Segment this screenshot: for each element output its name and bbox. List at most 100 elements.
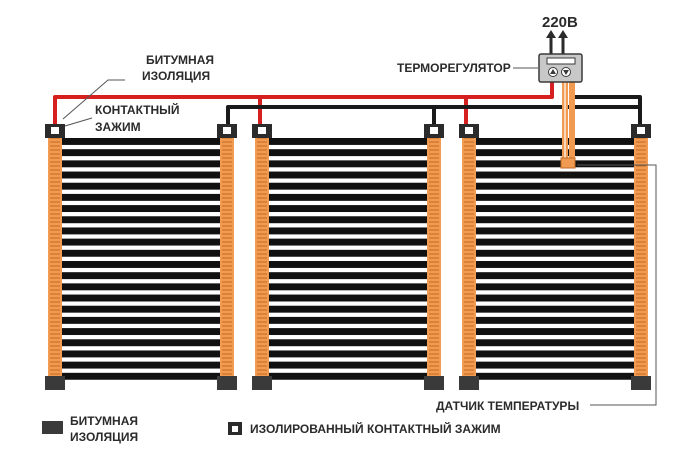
bitumen-label-line2: ИЗОЛЯЦИЯ [142, 69, 210, 83]
heating-strip [267, 350, 429, 358]
power-arrow-left-icon [546, 30, 556, 38]
heating-strip [60, 193, 222, 201]
legend-bitumen-line2: ИЗОЛЯЦИЯ [70, 430, 138, 444]
heating-strip [267, 316, 429, 324]
copper-bus-right [427, 132, 441, 378]
copper-bus-left [48, 132, 62, 378]
wiring [53, 37, 642, 126]
heating-strip [60, 283, 222, 291]
copper-bus-right [634, 132, 648, 378]
heating-strip [60, 328, 222, 336]
black-wire-3 [570, 80, 642, 107]
copper-bus-right [220, 132, 234, 378]
heating-strip [267, 227, 429, 235]
heating-strip [60, 149, 222, 157]
heating-strip [267, 361, 429, 369]
bitumen-insulation [424, 376, 444, 390]
heating-strip [474, 272, 636, 280]
heating-strip [267, 372, 429, 380]
heating-strip [474, 149, 636, 157]
legend: БИТУМНАЯ ИЗОЛЯЦИЯ ИЗОЛИРОВАННЫЙ КОНТАКТН… [42, 414, 501, 444]
heating-strip [60, 316, 222, 324]
heating-strip [60, 305, 222, 313]
heating-strip [267, 216, 429, 224]
heating-strip [60, 182, 222, 190]
film-panel-3 [459, 132, 651, 390]
copper-bus-left [255, 132, 269, 378]
temperature-sensor [560, 157, 576, 169]
heating-strip [474, 328, 636, 336]
bitumen-insulation [459, 376, 479, 390]
contact-clamp [424, 124, 444, 138]
heating-strip [267, 238, 429, 246]
heating-strip [474, 171, 636, 179]
heating-strip [474, 361, 636, 369]
heating-strip [267, 205, 429, 213]
heating-strip [267, 149, 429, 157]
heating-strip [267, 249, 429, 257]
sensor-label: ДАТЧИК ТЕМПЕРАТУРЫ [436, 399, 579, 413]
heating-strip [474, 305, 636, 313]
heating-strip [474, 193, 636, 201]
contact-label-line1: КОНТАКТНЫЙ [95, 102, 180, 117]
sensor-cable [562, 80, 575, 160]
heating-strip [474, 216, 636, 224]
heating-strip [60, 249, 222, 257]
heating-strip [267, 160, 429, 168]
black-wire-1 [226, 105, 436, 126]
red-wire-3 [466, 80, 554, 99]
contact-clamp [217, 124, 237, 138]
film-panel-2 [252, 132, 444, 390]
heating-strip [267, 294, 429, 302]
heating-strip [60, 372, 222, 380]
heating-strip [474, 316, 636, 324]
heating-strip [267, 272, 429, 280]
film-panel-1 [45, 132, 237, 390]
contact-clamp [252, 124, 272, 138]
heating-strip [267, 328, 429, 336]
heating-strip [60, 238, 222, 246]
heating-strip [60, 350, 222, 358]
bitumen-insulation [631, 376, 651, 390]
voltage-label: 220В [542, 14, 578, 31]
heating-strip [60, 171, 222, 179]
heating-strip [474, 238, 636, 246]
heating-strip [267, 138, 429, 145]
heating-strip [60, 160, 222, 168]
heating-strip [474, 249, 636, 257]
red-wire-1 [53, 95, 262, 126]
heating-strip [474, 205, 636, 213]
contact-clamp [631, 124, 651, 138]
thermostat-display [546, 57, 576, 65]
heating-strip [474, 339, 636, 347]
copper-bus-left [462, 132, 476, 378]
contact-label-line2: ЗАЖИМ [95, 120, 141, 134]
bitumen-insulation [217, 376, 237, 390]
heating-strip [60, 339, 222, 347]
heating-strip [60, 261, 222, 268]
heating-strip [60, 227, 222, 235]
heating-strip [474, 372, 636, 380]
leader-lines [62, 67, 657, 406]
heating-strip [474, 227, 636, 235]
heating-strip [60, 361, 222, 369]
legend-clamp-label: ИЗОЛИРОВАННЫЙ КОНТАКТНЫЙ ЗАЖИМ [250, 421, 501, 436]
heating-strip [267, 182, 429, 190]
legend-bitumen-line1: БИТУМНАЯ [70, 414, 138, 428]
heating-strip [267, 193, 429, 201]
contact-clamp [459, 124, 479, 138]
terminals [45, 124, 651, 138]
legend-bitumen-swatch [42, 421, 63, 434]
heating-strip [474, 182, 636, 190]
heating-strip [60, 272, 222, 280]
bitumen-label-line1: БИТУМНАЯ [146, 53, 214, 67]
heating-strip [267, 283, 429, 291]
contact-clamp [45, 124, 65, 138]
heating-strip [267, 171, 429, 179]
heating-strip [474, 294, 636, 302]
power-arrow-right-icon [558, 30, 568, 38]
thermostat-label: ТЕРМОРЕГУЛЯТОР [397, 61, 511, 75]
heating-strip [60, 205, 222, 213]
heating-strip [267, 261, 429, 268]
